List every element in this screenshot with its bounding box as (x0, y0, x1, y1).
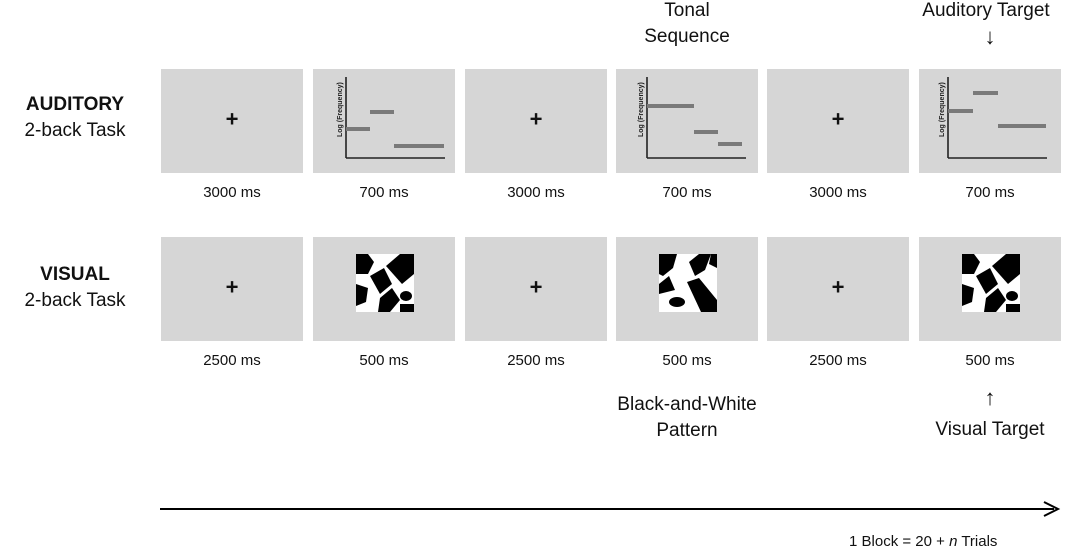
visual-row-label: VISUAL 2-back Task (0, 262, 150, 314)
tone-bar (998, 124, 1046, 128)
tone-bar (370, 110, 394, 114)
black-white-pattern-3 (962, 254, 1020, 312)
auditory-subtitle: 2-back Task (24, 120, 126, 141)
tone-sequence-graph-2: Log (Frequency) (638, 77, 746, 159)
auditory-fixation-panel-1: + (161, 69, 303, 173)
black-white-pattern-2 (659, 254, 717, 312)
tone-bar (718, 142, 742, 146)
visual-fixation-panel-2: + (465, 237, 607, 341)
block-caption: 1 Block = 20 + n Trials (849, 533, 997, 550)
duration-label: 3000 ms (809, 184, 867, 201)
duration-label: 2500 ms (809, 352, 867, 369)
auditory-target-label: Auditory Target (922, 0, 1050, 21)
y-axis-label: Log (Frequency) (939, 82, 946, 137)
tone-sequence-graph-3: Log (Frequency) (939, 77, 1047, 159)
auditory-tone-panel-1: Log (Frequency) (313, 69, 455, 173)
auditory-title: AUDITORY (25, 94, 125, 115)
auditory-fixation-panel-3: + (767, 69, 909, 173)
tone-bar (346, 127, 370, 131)
tonal-sequence-label: Tonal Sequence (600, 0, 774, 50)
timeline-arrow (160, 501, 1061, 517)
fixation-cross: + (831, 106, 845, 132)
fixation-cross: + (529, 106, 543, 132)
duration-label: 700 ms (662, 184, 712, 201)
tonal-sequence-line-1: Tonal (664, 0, 710, 21)
fixation-cross: + (225, 274, 239, 300)
auditory-fixation-panel-2: + (465, 69, 607, 173)
duration-label: 3000 ms (507, 184, 565, 201)
tone-sequence-graph-1: Log (Frequency) (337, 77, 445, 159)
tone-bar (973, 91, 998, 95)
block-caption-suffix: Trials (957, 533, 998, 550)
block-caption-variable: n (949, 533, 958, 550)
tonal-sequence-line-2: Sequence (644, 26, 730, 47)
visual-pattern-panel-3 (919, 237, 1061, 341)
block-caption-prefix: 1 Block = 20 + (849, 533, 950, 550)
duration-label: 2500 ms (507, 352, 565, 369)
visual-fixation-panel-3: + (767, 237, 909, 341)
auditory-tone-panel-3: Log (Frequency) (919, 69, 1061, 173)
visual-pattern-panel-1 (313, 237, 455, 341)
tone-bar (647, 104, 694, 108)
tone-bar (948, 109, 973, 113)
fixation-cross: + (529, 274, 543, 300)
pattern-label: Black-and-White Pattern (590, 392, 784, 444)
visual-target-label: Visual Target (935, 419, 1045, 440)
visual-title: VISUAL (40, 264, 110, 285)
pattern-label-line-1: Black-and-White (617, 394, 757, 415)
pattern-label-line-2: Pattern (656, 420, 718, 441)
visual-fixation-panel-1: + (161, 237, 303, 341)
duration-label: 500 ms (662, 352, 712, 369)
visual-target-arrow-icon: ↑ (984, 385, 996, 410)
tone-bar (694, 130, 718, 134)
black-white-pattern-1 (356, 254, 414, 312)
y-axis-label: Log (Frequency) (638, 82, 645, 137)
auditory-row-label: AUDITORY 2-back Task (0, 92, 150, 144)
visual-subtitle: 2-back Task (24, 290, 126, 311)
duration-label: 2500 ms (203, 352, 261, 369)
auditory-target-arrow-icon: ↓ (984, 24, 996, 49)
visual-pattern-panel-2 (616, 237, 758, 341)
auditory-tone-panel-2: Log (Frequency) (616, 69, 758, 173)
y-axis-label: Log (Frequency) (337, 82, 344, 137)
fixation-cross: + (225, 106, 239, 132)
duration-label: 700 ms (359, 184, 409, 201)
duration-label: 700 ms (965, 184, 1015, 201)
duration-label: 3000 ms (203, 184, 261, 201)
fixation-cross: + (831, 274, 845, 300)
duration-label: 500 ms (359, 352, 409, 369)
tone-bar (394, 144, 444, 148)
duration-label: 500 ms (965, 352, 1015, 369)
